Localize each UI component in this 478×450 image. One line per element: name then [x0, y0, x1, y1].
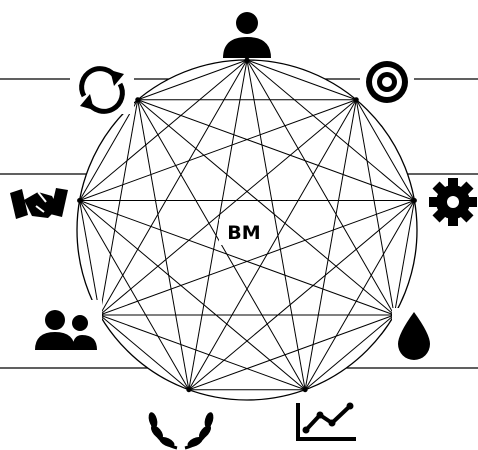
- connection-line: [246, 59, 395, 316]
- connection-line: [137, 99, 190, 390]
- connection-line: [79, 99, 139, 201]
- node-point: [135, 97, 141, 103]
- connection-line: [355, 99, 415, 201]
- connection-line: [79, 99, 357, 201]
- connection-line: [99, 99, 357, 316]
- node-point: [302, 387, 308, 393]
- laurel-wreath-icon: [146, 400, 216, 450]
- people-group-icon: [28, 300, 102, 354]
- line-chart-icon: [292, 400, 358, 445]
- connection-line: [188, 99, 357, 390]
- connection-line: [137, 99, 395, 316]
- connection-line: [137, 99, 415, 201]
- center-label-backdrop: [219, 219, 267, 245]
- connection-line: [99, 314, 306, 391]
- connection-line: [79, 200, 101, 316]
- connection-line: [304, 99, 357, 390]
- connection-line: [188, 200, 415, 391]
- sync-arrows-icon: [70, 62, 134, 114]
- connection-line: [393, 200, 415, 316]
- node-point: [353, 97, 359, 103]
- connection-line: [99, 314, 190, 391]
- connection-line: [304, 314, 395, 391]
- water-drop-icon: [392, 308, 438, 360]
- center-label: BM: [227, 222, 260, 244]
- node-connections: [79, 59, 415, 391]
- connection-line: [246, 59, 306, 390]
- connection-line: [137, 59, 248, 101]
- handshake-icon: [6, 178, 72, 226]
- connection-line: [79, 200, 306, 391]
- connection-line: [355, 99, 395, 316]
- connection-line: [99, 99, 139, 316]
- node-point: [77, 197, 83, 203]
- connection-line: [79, 200, 395, 316]
- connection-line: [79, 59, 248, 201]
- gear-icon: [424, 176, 478, 228]
- connection-line: [188, 314, 395, 391]
- connection-line: [304, 200, 415, 390]
- connection-line: [246, 59, 415, 201]
- connection-line: [246, 59, 357, 101]
- person-icon: [223, 12, 271, 58]
- node-point: [244, 57, 250, 63]
- connection-line: [188, 59, 248, 390]
- target-icon: [360, 60, 414, 103]
- node-point: [411, 197, 417, 203]
- connection-line: [79, 200, 190, 390]
- connection-line: [99, 200, 415, 316]
- node-point: [186, 387, 192, 393]
- connection-line: [99, 59, 248, 316]
